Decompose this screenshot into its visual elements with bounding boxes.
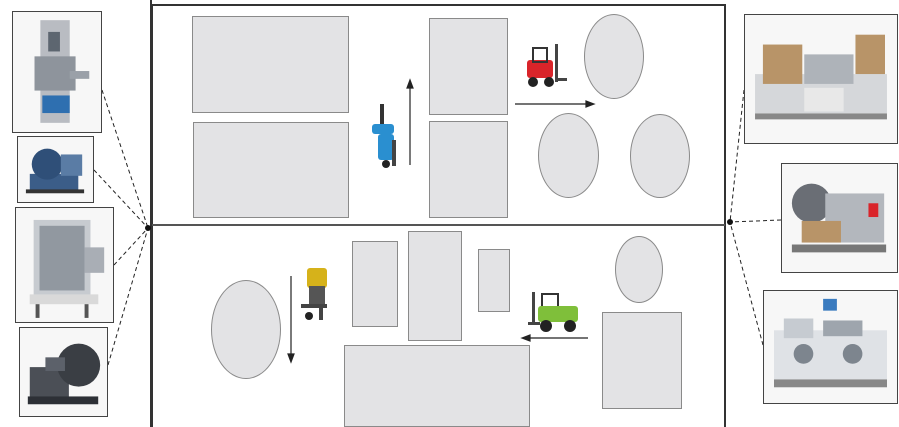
- green-forklift-icon: [528, 290, 584, 334]
- vertical-packaging-machine-icon: [12, 11, 102, 133]
- lower-area-5: [344, 345, 530, 427]
- arrow-left-head: [522, 335, 530, 341]
- upper-area-1: [192, 16, 349, 113]
- red-forklift-icon: [523, 42, 569, 92]
- bag-making-machine-icon: [781, 163, 898, 273]
- upper-tank-3: [630, 114, 690, 198]
- arrow-down-head: [288, 354, 294, 362]
- lower-tank-1: [211, 280, 281, 379]
- paper-bag-machine-icon: [744, 14, 898, 144]
- lower-tank-2: [615, 236, 663, 303]
- arrow-right-head: [586, 101, 594, 107]
- upper-area-4: [429, 121, 508, 218]
- enclosed-machine-icon: [15, 207, 114, 323]
- left-junction-dot: [145, 225, 151, 231]
- motor-pump-icon: [17, 136, 94, 203]
- arrow-up-head: [407, 80, 413, 88]
- blue-pallet-truck-icon: [366, 100, 402, 170]
- lower-area-2: [408, 231, 462, 341]
- right-junction-dot: [727, 219, 733, 225]
- blower-motor-icon: [19, 327, 108, 417]
- yellow-pallet-truck-icon: [297, 262, 333, 324]
- upper-area-3: [429, 18, 508, 115]
- upper-area-2: [193, 122, 349, 218]
- lower-area-1: [352, 241, 398, 327]
- label-printing-machine-icon: [763, 290, 898, 404]
- upper-tank-1: [584, 14, 644, 99]
- lower-area-4: [602, 312, 682, 409]
- lower-area-3: [478, 249, 510, 312]
- upper-tank-2: [538, 113, 599, 198]
